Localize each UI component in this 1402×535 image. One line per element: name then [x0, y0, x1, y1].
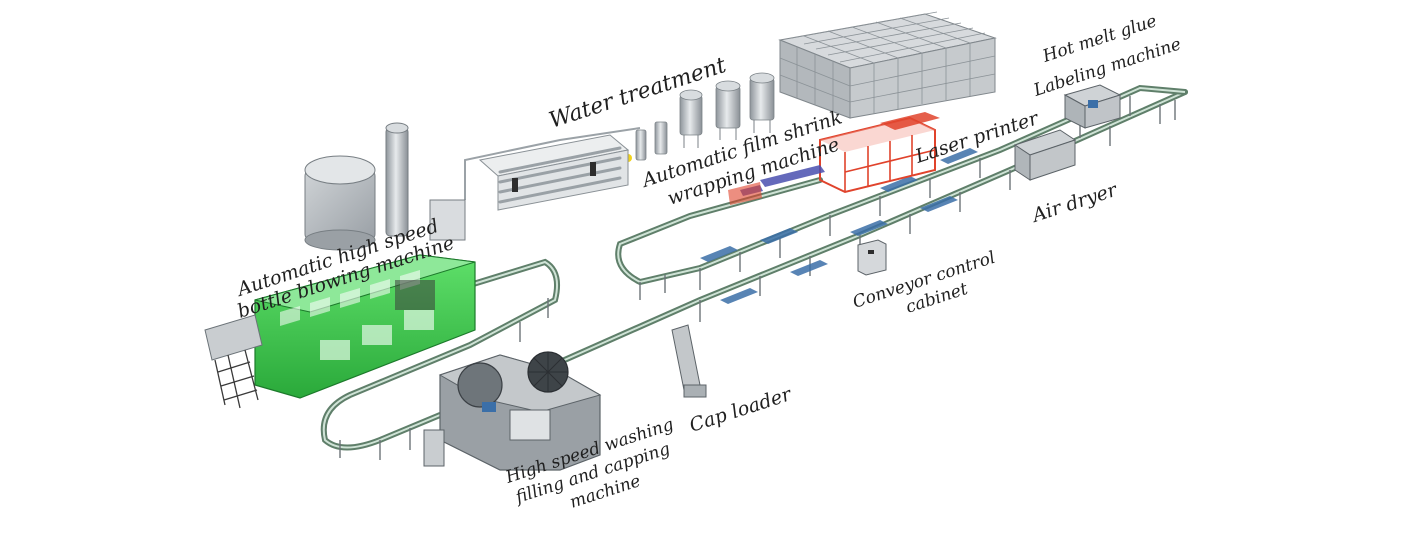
label-air-dryer: Air dryer	[1028, 178, 1121, 227]
water-treatment-tanks	[624, 72, 775, 162]
preform-tank	[304, 155, 376, 251]
water-storage-tank	[778, 11, 997, 119]
labeling-machine	[1063, 84, 1122, 129]
conveyor-control-cabinet	[857, 239, 887, 276]
conveyor-system	[320, 84, 1188, 460]
washing-filling-capping-machine	[423, 351, 602, 471]
bottle-blowing-machine	[204, 254, 476, 409]
shrink-wrapping-machine	[728, 112, 940, 205]
reverse-osmosis-rack	[464, 127, 641, 211]
cap-loader	[671, 324, 707, 398]
air-dryer	[1013, 129, 1077, 181]
air-compressor-column	[385, 122, 466, 241]
